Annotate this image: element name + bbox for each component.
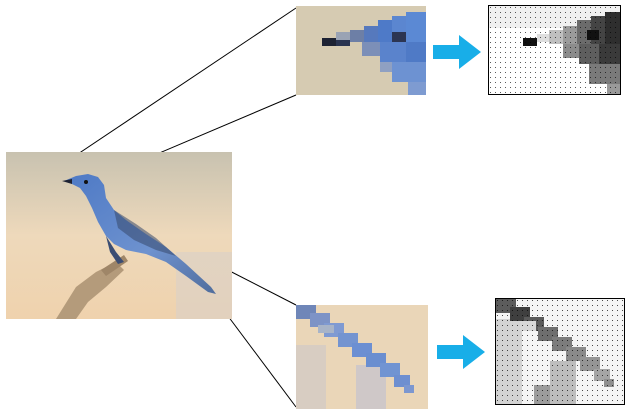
right-arrow-icon bbox=[433, 35, 481, 69]
right-arrow-icon bbox=[437, 335, 485, 369]
head-zoom-image bbox=[296, 6, 426, 95]
head-connector-top bbox=[53, 7, 297, 171]
head-grayscale-grid bbox=[488, 5, 621, 95]
tail-grayscale-grid bbox=[495, 298, 625, 405]
tail-zoom-image bbox=[296, 305, 428, 409]
bird-image bbox=[6, 152, 232, 319]
